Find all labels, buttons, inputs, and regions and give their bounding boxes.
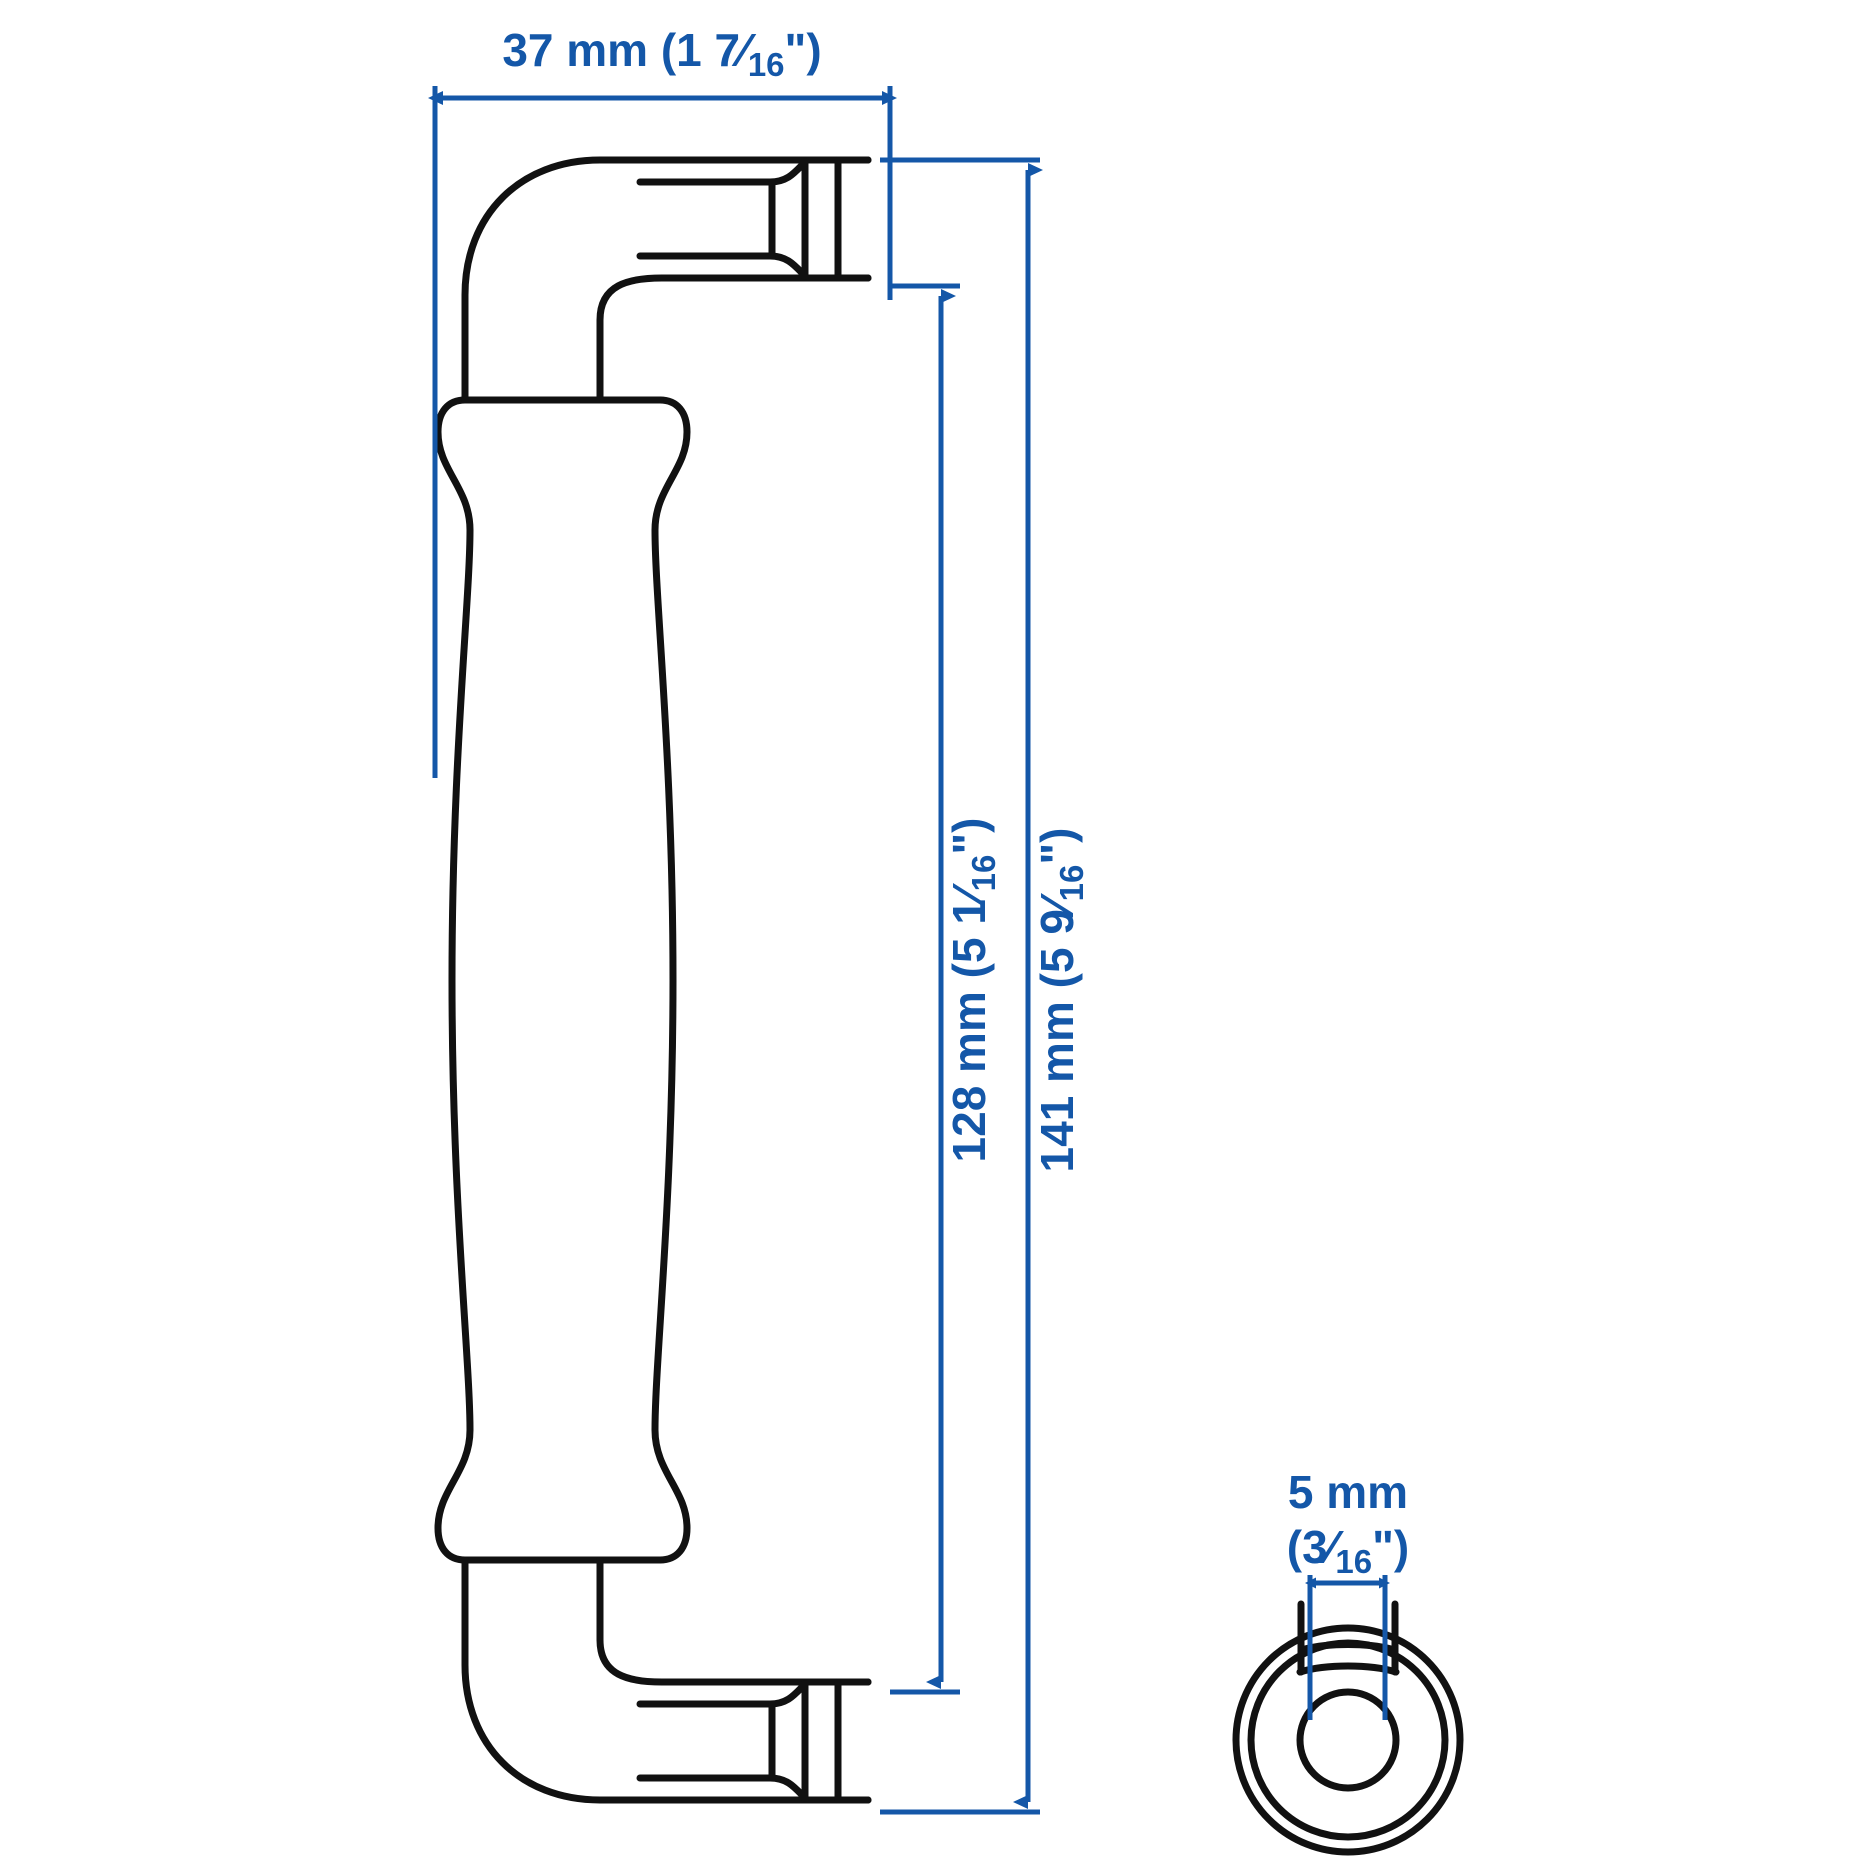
label-hole-5mm-metric: 5 mm [1288,1466,1408,1518]
label-length-141mm: 141 mm (5 9⁄16") [1031,828,1090,1173]
bottom-arm-inner-contour [596,1556,872,1686]
label-width-37mm: 37 mm (1 7⁄16") [502,24,821,83]
top-arm-inner-contour [596,274,872,404]
detail-inner-hole [1296,1688,1400,1792]
label-center-128mm: 128 mm (5 1⁄16") [943,818,1002,1163]
grip-left-silhouette [434,396,474,1564]
label-hole-5mm-imperial: (3⁄16") [1287,1521,1409,1580]
top-arm-outer-contour [461,156,872,404]
detail-outer-ring-outer [1232,1624,1464,1856]
grip-right-silhouette [651,396,691,1564]
bottom-arm-outer-contour [461,1556,872,1804]
